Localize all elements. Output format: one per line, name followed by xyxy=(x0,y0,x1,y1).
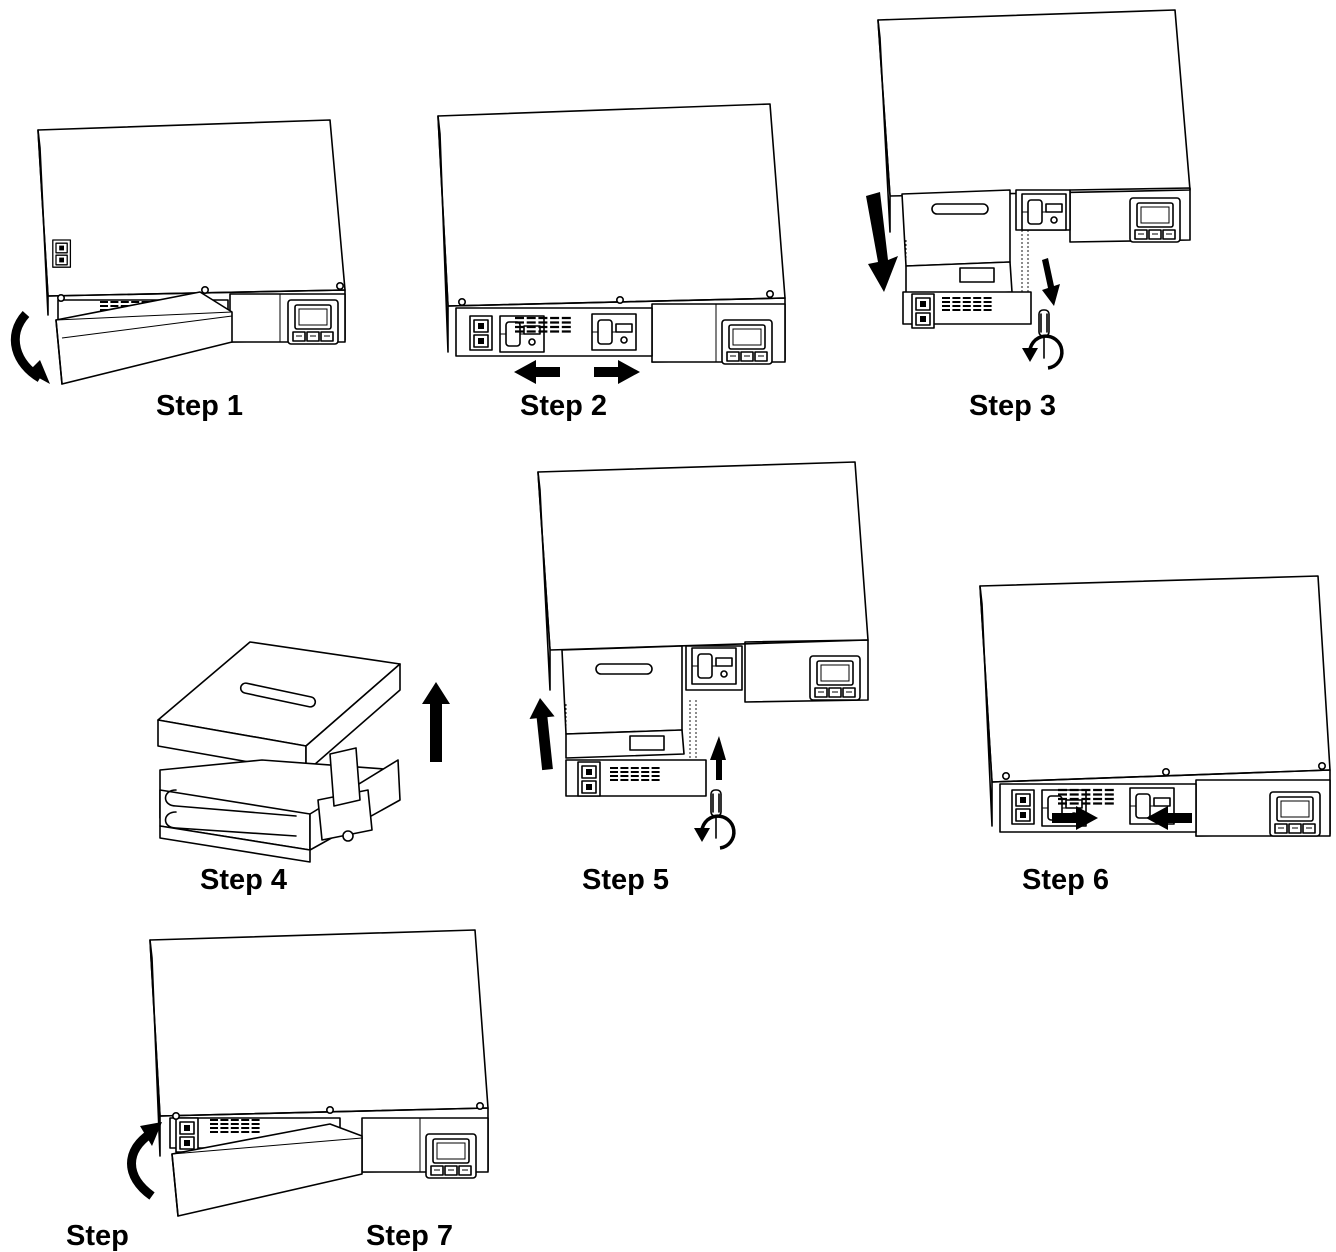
step-7-illustration xyxy=(132,930,489,1216)
step-1-illustration xyxy=(15,120,345,384)
step-6-illustration xyxy=(980,576,1330,836)
step-1-label: Step 1 xyxy=(156,392,243,421)
step-2-illustration xyxy=(438,104,785,384)
step-5-label: Step 5 xyxy=(582,866,669,895)
step-7-left-label: Step xyxy=(66,1222,129,1251)
step-6-label: Step 6 xyxy=(1022,866,1109,895)
step-3-illustration xyxy=(866,10,1190,368)
step-4-label: Step 4 xyxy=(200,866,287,895)
step-5-illustration xyxy=(527,462,868,848)
step-2-label: Step 2 xyxy=(520,392,607,421)
step-3-label: Step 3 xyxy=(969,392,1056,421)
step-7-label: Step 7 xyxy=(366,1222,453,1251)
step-4-illustration xyxy=(158,642,450,862)
